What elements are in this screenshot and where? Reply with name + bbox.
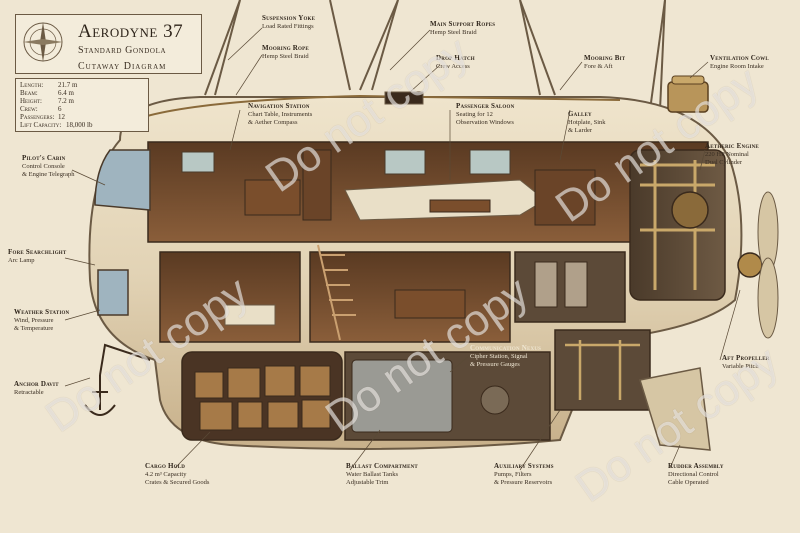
callout-navigation-station: Navigation Station Chart Table, Instrume… (248, 102, 313, 126)
callout-auxiliary-systems: Auxiliary Systems Pumps, Filters & Press… (494, 462, 554, 486)
engine-room (629, 149, 726, 301)
aft-propeller (737, 191, 779, 339)
spec-row: Lift Capacity: 18,000 lb (20, 121, 92, 130)
spec-value: 18,000 lb (66, 121, 93, 129)
spec-label: Height: (20, 97, 42, 105)
spec-row: Height: 7.2 m (20, 97, 74, 106)
title-cartouche: Aerodyne 37 Standard Gondola Cutaway Dia… (15, 14, 202, 74)
spec-row: Crew: 6 (20, 105, 62, 114)
diagram-label: Cutaway Diagram (78, 61, 167, 72)
callout-ventilation-cowl: Ventilation Cowl Engine Room Intake (710, 54, 769, 70)
callout-anchor-davit: Anchor Davit Retractable (14, 380, 59, 396)
callout-passenger-saloon: Passenger Saloon Seating for 12 Observat… (456, 102, 515, 126)
spec-label: Passengers: (20, 113, 55, 121)
callout-main-support-ropes: Main Support Ropes Hemp Steel Braid (430, 20, 496, 36)
callout-fore-searchlight: Fore Searchlight Arc Lamp (8, 248, 67, 264)
callout-weather-station: Weather Station Wind, Pressure & Tempera… (14, 308, 70, 332)
spec-value: 6.4 m (58, 89, 74, 97)
spec-row: Passengers:12 (20, 113, 65, 122)
spec-label: Crew: (20, 105, 38, 113)
auxiliary-systems (554, 329, 651, 411)
callout-aft-propeller: Aft Propeller Variable Pitch (722, 354, 770, 370)
mid-deck (159, 251, 301, 343)
spec-label: Beam: (20, 89, 38, 97)
spec-row: Length: 21.7 m (20, 81, 77, 90)
spec-label: Lift Capacity: (20, 121, 62, 129)
page-title: Aerodyne 37 (78, 21, 184, 42)
cockpit-window (94, 149, 151, 211)
spec-value: 12 (58, 113, 65, 121)
anchor-davit (84, 343, 151, 416)
callout-drop-hatch: Drop Hatch Crew Access (436, 54, 475, 70)
support-ropes (204, 0, 666, 111)
callout-galley: Galley Hotplate, Sink & Larder (568, 110, 606, 134)
spec-value: 6 (58, 105, 62, 113)
callout-communication-nexus: Communication Nexus Cipher Station, Sign… (470, 344, 542, 368)
compass-rose-icon (23, 22, 63, 62)
spec-label: Length: (20, 81, 44, 89)
spec-value: 7.2 m (58, 97, 74, 105)
specs-table: Length: 21.7 m Beam: 6.4 m Height: 7.2 m Cr… (15, 78, 149, 132)
page-subtitle: Standard Gondola (78, 45, 167, 56)
callout-rudder-assembly: Rudder Assembly Directional Control Cabl… (668, 462, 724, 486)
callout-cargo-hold: Cargo Hold 4.2 m³ Capacity Crates & Secu… (145, 462, 210, 486)
drop-hatch (384, 91, 424, 105)
rudder (639, 367, 711, 451)
spec-value: 21.7 m (58, 81, 78, 89)
callout-ballast-compartment: Ballast Compartment Water Ballast Tanks … (346, 462, 418, 486)
ventilation-cowl (667, 81, 709, 113)
callout-suspension-yoke: Suspension Yoke Load Rated Fittings (262, 14, 316, 30)
callout-aetheric-engine: Aetheric Engine 220 HP Nominal Dual Cyli… (705, 142, 759, 166)
callout-pilots-cabin: Pilot's Cabin Control Console & Engine T… (22, 154, 75, 178)
spec-row: Beam: 6.4 m (20, 89, 74, 98)
callout-mooring-rope: Mooring Rope Hemp Steel Braid (262, 44, 309, 60)
callout-mooring-bit: Mooring Bit Fore & Aft (584, 54, 626, 70)
